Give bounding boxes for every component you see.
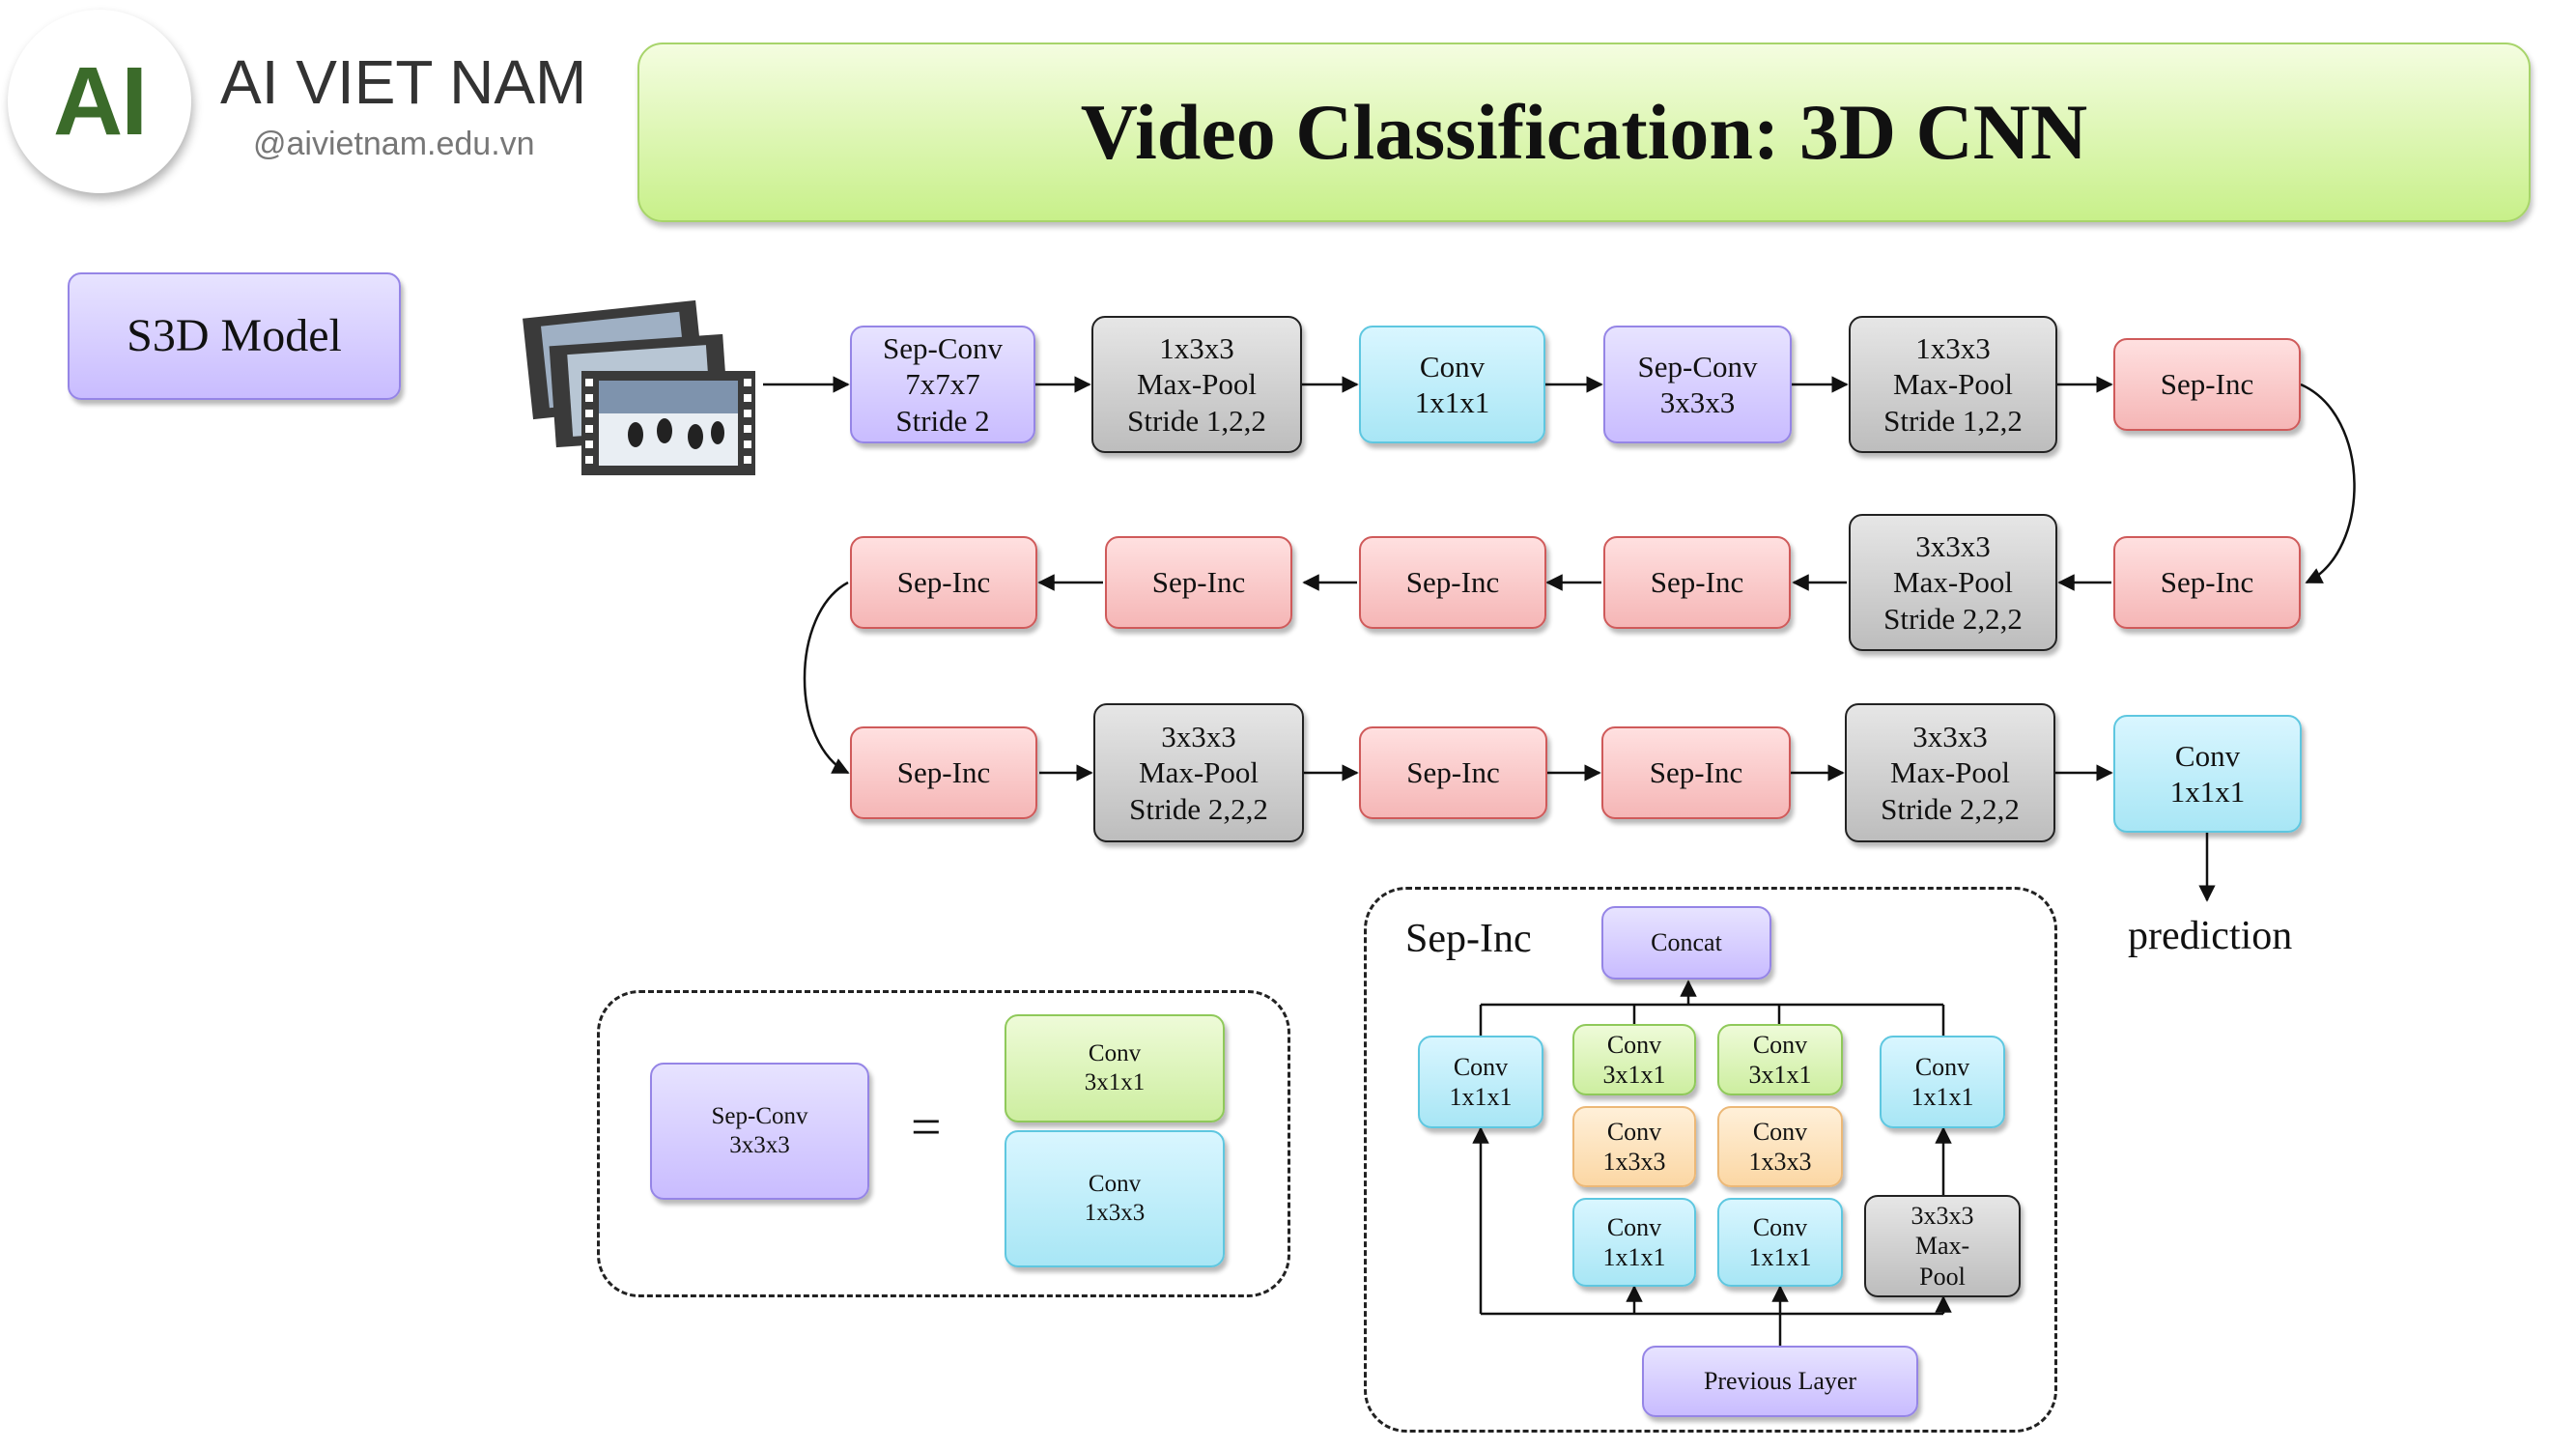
arrow-curve-right (2300, 383, 2356, 584)
legend-previous-layer: Previous Layer (1642, 1346, 1918, 1417)
node-sepinc-row3-c: Sep-Inc (1359, 726, 1547, 819)
sepinc-legend-title: Sep-Inc (1405, 917, 1532, 961)
video-frames-icon (520, 290, 763, 481)
node-sepinc-row2-f: Sep-Inc (2113, 536, 2301, 629)
equals-sign: = (911, 1097, 942, 1157)
node-sepinc-row2-a: Sep-Inc (850, 536, 1037, 629)
node-maxpool-2: 1x3x3 Max-Pool Stride 1,2,2 (1849, 316, 2057, 453)
prediction-label: prediction (2128, 914, 2293, 958)
node-sepinc-row2-c: Sep-Inc (1359, 536, 1546, 629)
node-maxpool-1: 1x3x3 Max-Pool Stride 1,2,2 (1091, 316, 1302, 453)
legend-branch3-conv-a: Conv 3x1x1 (1717, 1024, 1843, 1095)
legend-branch4-maxpool: 3x3x3 Max- Pool (1864, 1195, 2021, 1297)
node-conv-final: Conv 1x1x1 (2113, 715, 2302, 833)
logo-mark: AI (53, 46, 148, 156)
arrow-curve-left (803, 581, 850, 775)
legend-conv-3x1x1: Conv 3x1x1 (1005, 1014, 1225, 1122)
brand-url: @aivietnam.edu.vn (253, 126, 535, 162)
legend-branch4-conv: Conv 1x1x1 (1880, 1036, 2005, 1128)
legend-conv-1x3x3: Conv 1x3x3 (1005, 1130, 1225, 1267)
logo: AI (8, 10, 191, 193)
node-maxpool-3: 3x3x3 Max-Pool Stride 2,2,2 (1849, 514, 2057, 651)
node-maxpool-4: 3x3x3 Max-Pool Stride 2,2,2 (1093, 703, 1304, 842)
node-maxpool-5: 3x3x3 Max-Pool Stride 2,2,2 (1845, 703, 2055, 842)
node-sepinc-row3-d: Sep-Inc (1601, 726, 1791, 819)
legend-branch1-conv: Conv 1x1x1 (1418, 1036, 1543, 1128)
legend-sepconv: Sep-Conv 3x3x3 (650, 1063, 869, 1200)
model-badge: S3D Model (68, 272, 401, 400)
legend-concat: Concat (1601, 906, 1771, 980)
page-title: Video Classification: 3D CNN (1080, 88, 2088, 176)
legend-branch2-conv-a: Conv 3x1x1 (1572, 1024, 1696, 1095)
legend-branch3-conv-b: Conv 1x3x3 (1717, 1106, 1843, 1187)
node-sepconv-7x7x7: Sep-Conv 7x7x7 Stride 2 (850, 326, 1035, 443)
node-sepinc-row2-b: Sep-Inc (1105, 536, 1292, 629)
legend-branch2-conv-b: Conv 1x3x3 (1572, 1106, 1696, 1187)
node-sepinc-row3-a: Sep-Inc (850, 726, 1037, 819)
node-sepconv-3x3x3: Sep-Conv 3x3x3 (1603, 326, 1792, 443)
title-banner: Video Classification: 3D CNN (637, 43, 2531, 222)
sepinc-legend-panel (1364, 887, 2057, 1433)
sepconv-legend-panel (597, 990, 1290, 1297)
brand-name: AI VIET NAM (220, 47, 587, 117)
legend-branch2-conv-c: Conv 1x1x1 (1572, 1198, 1696, 1287)
node-conv-1x1x1: Conv 1x1x1 (1359, 326, 1545, 443)
node-sepinc-row2-d: Sep-Inc (1603, 536, 1791, 629)
node-sepinc-1: Sep-Inc (2113, 338, 2301, 431)
legend-branch3-conv-c: Conv 1x1x1 (1717, 1198, 1843, 1287)
